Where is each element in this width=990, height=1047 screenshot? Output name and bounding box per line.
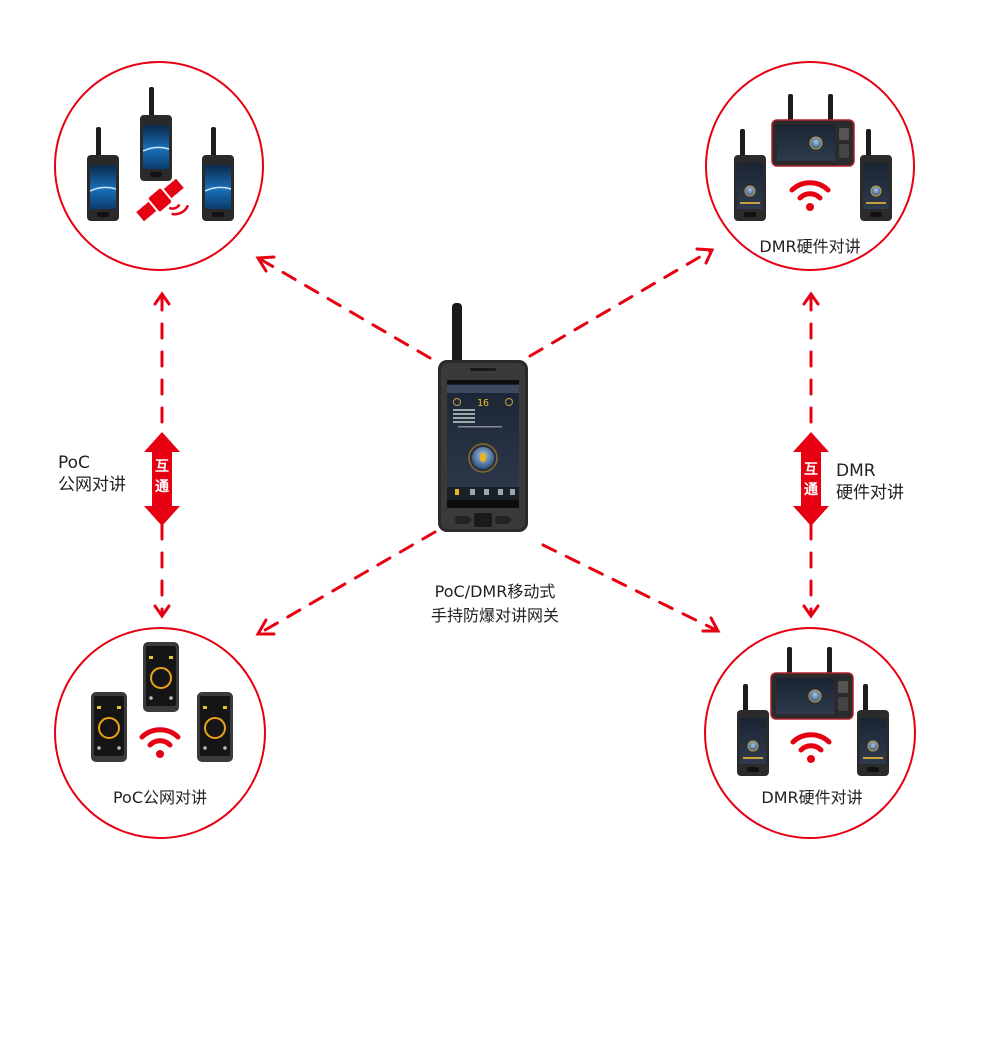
satellite-icon: [136, 178, 190, 222]
arrow-to-top-left: [258, 257, 432, 360]
link-left-label-line2: 公网对讲: [58, 475, 126, 495]
node-caption-bottom-left: PoC公网对讲: [112, 788, 208, 807]
arrowhead-left-down: [153, 604, 171, 619]
link-left-label: PoC 公网对讲: [58, 452, 126, 496]
node-circle-top-right: [705, 61, 915, 271]
arrow-to-bottom-left: [258, 530, 437, 635]
arrowhead-bottom-right: [701, 616, 721, 633]
arrow-to-top-right: [528, 249, 712, 358]
wifi-icon: [142, 730, 178, 758]
node-circle-bottom-left: [54, 627, 266, 839]
gateway-caption: PoC/DMR移动式 手持防爆对讲网关: [395, 580, 595, 628]
gateway-handset: 16: [438, 303, 528, 532]
node-circle-bottom-right: [704, 627, 916, 839]
badge-char: 互: [155, 459, 169, 475]
gateway-channel-number: 16: [477, 398, 489, 409]
gateway-caption-line1: PoC/DMR移动式: [434, 582, 556, 601]
dmr-handset: [733, 128, 767, 222]
link-right-label-line2: 硬件对讲: [836, 483, 904, 503]
poc-phone: [196, 691, 234, 763]
dmr-handset: [736, 683, 770, 777]
satellite-handset: [139, 86, 173, 182]
node-caption-bottom-right: DMR硬件对讲: [761, 788, 863, 807]
dmr-handset: [859, 128, 893, 222]
arrowhead-right-up: [802, 291, 820, 306]
dmr-tablet: [770, 646, 854, 720]
link-right-badge: 互 通: [801, 460, 821, 500]
link-right-label: DMR 硬件对讲: [836, 460, 904, 504]
satellite-handset: [201, 126, 235, 222]
gateway-caption-line2: 手持防爆对讲网关: [430, 606, 559, 625]
dmr-handset: [856, 683, 890, 777]
link-right-label-line1: DMR: [836, 461, 876, 481]
arrowhead-right-down: [802, 604, 820, 619]
arrowhead-left-up: [153, 291, 171, 306]
arrowhead-top-left: [255, 255, 276, 273]
link-left-label-line1: PoC: [58, 453, 90, 473]
dmr-tablet: [771, 93, 855, 167]
badge-char: 通: [155, 479, 169, 495]
double-arrow-right: [793, 432, 829, 526]
double-arrow-left: [144, 432, 180, 526]
node-circle-top-left: [54, 61, 264, 271]
node-caption-top-right: DMR硬件对讲: [759, 237, 861, 256]
satellite-handset: [86, 126, 120, 222]
badge-char: 互: [804, 462, 818, 478]
poc-phone: [142, 641, 180, 713]
arrow-to-bottom-right: [541, 543, 718, 632]
arrowhead-bottom-left: [255, 618, 276, 636]
badge-char: 通: [804, 482, 818, 498]
wifi-icon: [792, 183, 828, 211]
poc-phone: [90, 691, 128, 763]
wifi-icon: [793, 735, 829, 763]
link-left-badge: 互 通: [152, 457, 172, 497]
arrowhead-top-right: [695, 247, 715, 265]
